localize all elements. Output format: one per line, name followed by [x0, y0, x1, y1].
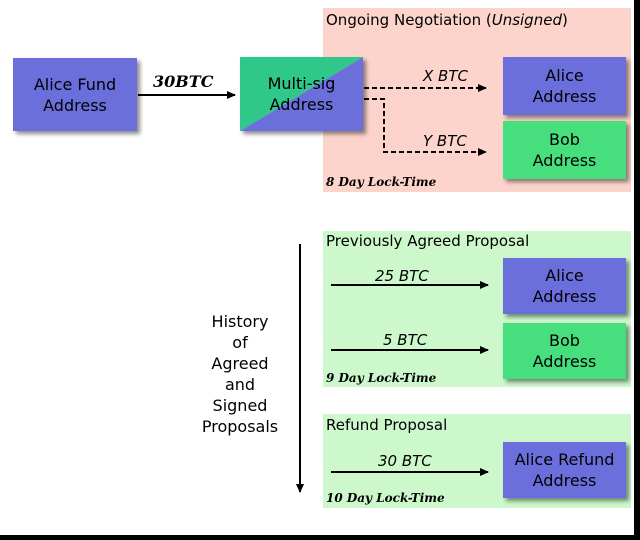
history-line-5: Signed	[212, 396, 268, 415]
refund-amount: 30 BTC	[378, 452, 432, 470]
negotiation-title: Ongoing Negotiation (Unsigned)	[326, 11, 568, 29]
previous-alice-label-1: Alice	[545, 266, 584, 285]
negotiation-title-suffix: )	[561, 11, 568, 29]
negotiation-alice-label-2: Address	[532, 87, 597, 106]
refund-locktime: 10 Day Lock-Time	[326, 491, 445, 505]
previous-bob-label-2: Address	[532, 352, 597, 371]
x-btc-label: X BTC	[423, 67, 468, 85]
previous-bob-label-1: Bob	[549, 331, 580, 350]
alice-refund-address-box: Alice Refund Address	[503, 442, 626, 498]
previous-alice-address-box: Alice Address	[503, 258, 626, 314]
previous-locktime: 9 Day Lock-Time	[326, 371, 437, 385]
negotiation-alice-label-1: Alice	[545, 66, 584, 85]
history-line-6: Proposals	[201, 417, 279, 436]
history-line-1: History	[211, 312, 269, 331]
previous-bob-amount: 5 BTC	[383, 331, 428, 349]
history-label: History of Agreed and Signed Proposals	[190, 311, 290, 437]
alice-refund-label-1: Alice Refund	[514, 450, 615, 469]
alice-fund-label-2: Address	[43, 95, 107, 115]
negotiation-title-status: Unsigned	[491, 11, 562, 29]
multisig-label-1: Multi-sig	[267, 74, 336, 93]
previous-alice-amount: 25 BTC	[375, 267, 429, 285]
history-line-3: Agreed	[211, 354, 269, 373]
multisig-blue-half	[240, 57, 363, 131]
negotiation-bob-address-box: Bob Address	[503, 121, 626, 179]
previous-proposal-title: Previously Agreed Proposal	[326, 232, 530, 250]
multisig-address-box: Multi-sig Address	[240, 57, 363, 131]
history-line-4: and	[224, 375, 256, 394]
previous-alice-label-2: Address	[532, 287, 597, 306]
fund-amount-label: 30BTC	[153, 72, 214, 91]
history-line-2: of	[232, 333, 248, 352]
alice-refund-label-2: Address	[532, 471, 597, 490]
alice-fund-label-1: Alice Fund	[33, 74, 117, 94]
multisig-label-2: Address	[269, 95, 334, 114]
negotiation-alice-address-box: Alice Address	[503, 57, 626, 115]
y-btc-label: Y BTC	[423, 132, 467, 150]
alice-fund-address-box: Alice Fund Address	[13, 58, 137, 131]
negotiation-title-prefix: Ongoing Negotiation (	[326, 11, 492, 29]
negotiation-locktime: 8 Day Lock-Time	[326, 175, 437, 189]
negotiation-bob-label-1: Bob	[549, 130, 580, 149]
multisig-to-bob-arrow	[364, 98, 487, 156]
refund-proposal-title: Refund Proposal	[326, 416, 448, 434]
negotiation-bob-label-2: Address	[532, 151, 597, 170]
previous-bob-address-box: Bob Address	[503, 323, 626, 379]
